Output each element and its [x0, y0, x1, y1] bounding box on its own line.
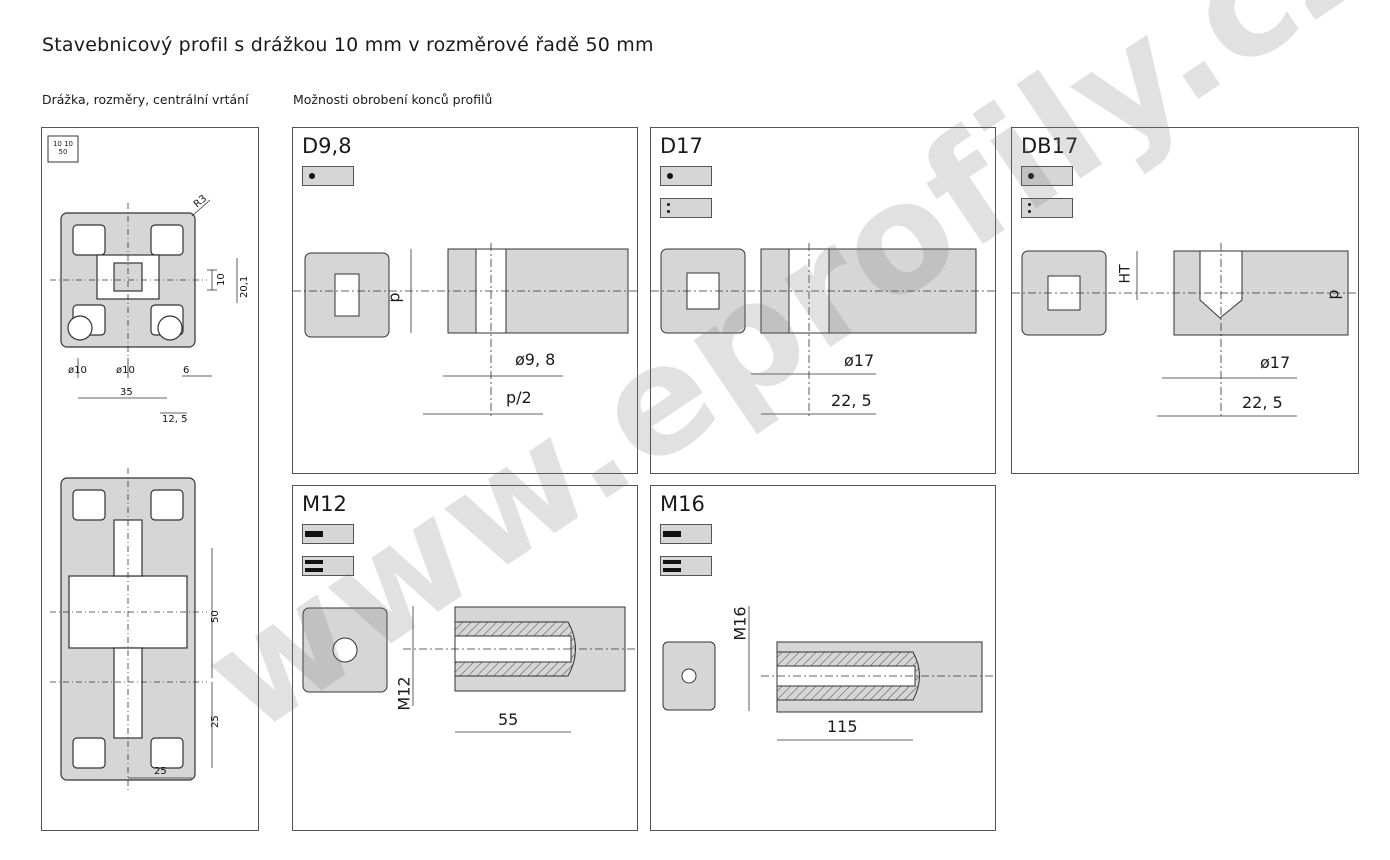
slot-icon [47, 135, 79, 163]
dim-20-1: 20,1 [239, 276, 250, 298]
single-bar-icon [660, 524, 712, 544]
panel-d98-title: D9,8 [302, 134, 352, 158]
double-dot-icon [1021, 198, 1073, 218]
dim-phi10-b: ø10 [116, 365, 135, 376]
panel-d98: D9,8 p ø9, 8 p/2 [292, 127, 638, 474]
panel-m12: M12 M12 55 [292, 485, 638, 831]
slot-icon-label: 10 10 50 [52, 140, 74, 156]
panel-d17-title: D17 [660, 134, 703, 158]
db17-p: p [1323, 289, 1343, 300]
d17-len: 22, 5 [831, 391, 872, 410]
d98-half: p/2 [506, 388, 532, 407]
dim-phi10-a: ø10 [68, 365, 87, 376]
dim-35: 35 [120, 387, 133, 398]
db17-len: 22, 5 [1242, 393, 1283, 412]
m16-drawing [662, 606, 995, 741]
double-bar-icon [302, 556, 354, 576]
dim-12-5: 12, 5 [162, 414, 187, 425]
db17-drawing [1012, 243, 1358, 418]
dim-25-v: 25 [210, 715, 221, 728]
left-heading: Drážka, rozměry, centrální vrtání [42, 92, 249, 107]
d17-phi: ø17 [844, 351, 875, 370]
dim-r3: R3 [192, 193, 209, 210]
d98-phi: ø9, 8 [515, 350, 556, 369]
double-bar-icon [660, 556, 712, 576]
d17-drawing [651, 243, 995, 418]
d98-drawing [293, 243, 637, 418]
m16-thread: M16 [730, 606, 750, 641]
db17-ht: HT [1117, 264, 1134, 284]
single-dot-icon [660, 166, 712, 186]
single-dot-icon [302, 166, 354, 186]
dim-10: 10 [216, 273, 227, 286]
panel-d17: D17 ø17 22, 5 [650, 127, 996, 474]
right-heading: Možnosti obrobení konců profilů [293, 92, 493, 107]
dim-6: 6 [183, 365, 189, 376]
profile-drawing: R3 10 20,1 ø10 ø10 6 35 12, 5 50 25 [47, 135, 250, 793]
m12-thread: M12 [394, 676, 414, 711]
d98-p: p [384, 292, 404, 303]
double-dot-icon [660, 198, 712, 218]
db17-phi: ø17 [1260, 353, 1291, 372]
panel-m16: M16 M16 115 [650, 485, 996, 831]
panel-db17-title: DB17 [1021, 134, 1079, 158]
dim-25-h: 25 [154, 766, 167, 777]
m12-len: 55 [498, 710, 519, 729]
m16-len: 115 [827, 717, 858, 736]
panel-m16-title: M16 [660, 492, 705, 516]
single-bar-icon [302, 524, 354, 544]
dim-50: 50 [210, 610, 221, 623]
profile-panel: R3 10 20,1 ø10 ø10 6 35 12, 5 50 25 [41, 127, 259, 831]
page-title: Stavebnicový profil s drážkou 10 mm v ro… [42, 34, 654, 56]
single-dot-icon [1021, 166, 1073, 186]
panel-m12-title: M12 [302, 492, 347, 516]
panel-db17: DB17 HT p ø17 22, 5 [1011, 127, 1359, 474]
m12-drawing [302, 606, 637, 733]
